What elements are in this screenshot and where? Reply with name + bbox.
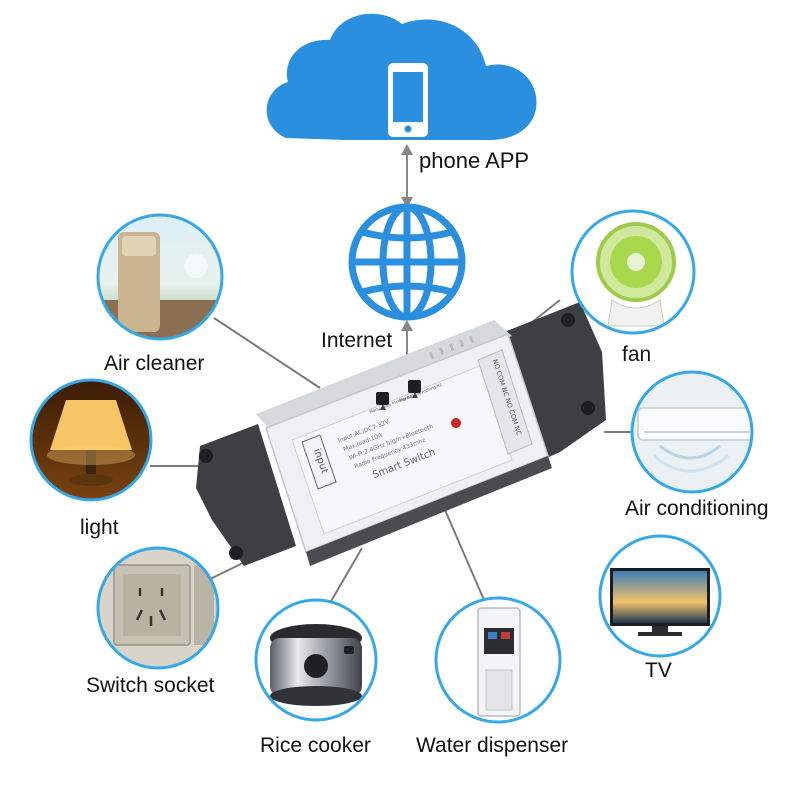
label-fan: fan: [622, 343, 652, 366]
internet-label: Internet: [321, 329, 393, 352]
label-air-cleaner: Air cleaner: [104, 352, 205, 375]
manual-key-r1-button: [408, 380, 421, 393]
lamp-icon: [50, 400, 132, 450]
label-switch-socket: Switch socket: [86, 674, 215, 697]
air-conditioner-icon: [637, 407, 752, 441]
appliance-air-conditioning: [630, 370, 754, 494]
arrows: [401, 144, 413, 356]
status-led: [451, 418, 461, 428]
air-cleaner-icon: [118, 232, 160, 332]
phone-app-label: phone APP: [419, 148, 530, 173]
appliance-water-dispenser: [434, 596, 562, 724]
appliance-fan: [570, 209, 696, 335]
appliance-rice-cooker: [254, 598, 378, 722]
appliance-switch-socket: [96, 546, 220, 670]
globe-icon: [348, 203, 466, 321]
label-tv: TV: [645, 659, 672, 682]
label-light: light: [80, 516, 119, 539]
label-rice-cooker: Rice cooker: [260, 734, 371, 757]
appliance-air-cleaner: [96, 213, 224, 341]
appliance-light: [29, 378, 153, 502]
label-water-dispenser: Water dispenser: [416, 734, 569, 757]
manual-key-r2-button: [376, 392, 389, 405]
phone-icon: [388, 63, 428, 137]
smart-switch-device: input Input:AC/DC7-32V Max.load:10A Wi-F…: [196, 302, 606, 566]
label-air-conditioning: Air conditioning: [625, 497, 769, 520]
connector-lines: [150, 299, 634, 604]
appliance-tv: [598, 534, 722, 658]
